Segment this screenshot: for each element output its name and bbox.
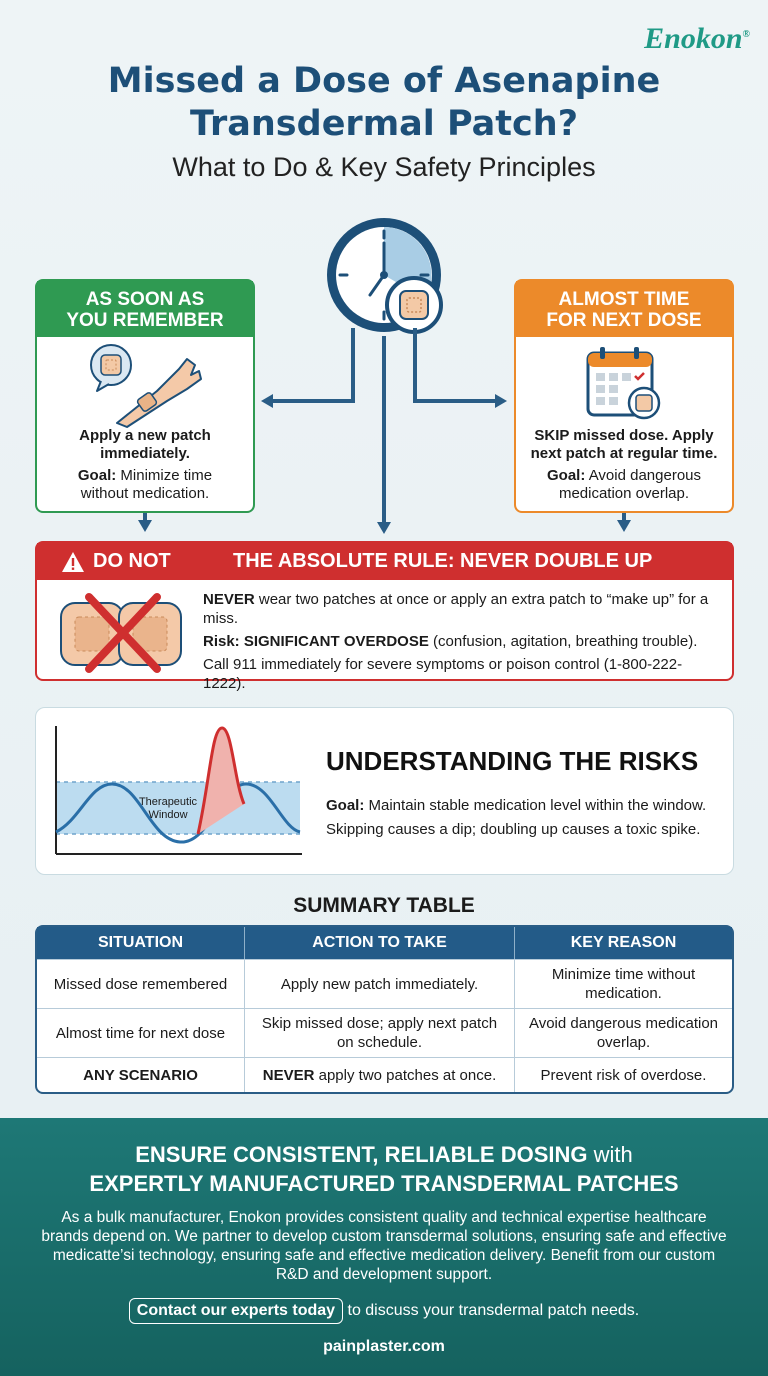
table-row: ANY SCENARIO NEVER apply two patches at … [37, 1057, 732, 1092]
risks-heading: UNDERSTANDING THE RISKS [326, 746, 699, 776]
footer-heading: ENSURE CONSISTENT, RELIABLE DOSING with … [89, 1142, 679, 1196]
footer-banner: ENSURE CONSISTENT, RELIABLE DOSING with … [0, 1118, 768, 1376]
page-title: Missed a Dose of Asenapine Transdermal P… [107, 61, 661, 144]
connector-line [143, 513, 147, 521]
risks-panel: Therapeutic Window UNDERSTANDING THE RIS… [35, 707, 734, 875]
warning-icon [62, 551, 84, 572]
column-header: SITUATION [37, 927, 245, 959]
column-header: KEY REASON [515, 927, 732, 959]
arrow-right-icon [495, 394, 507, 408]
connector-line [622, 513, 626, 521]
arrow-left-icon [261, 394, 273, 408]
arm-patch-icon [90, 344, 202, 428]
brand-logo: Enokon® [644, 22, 750, 55]
rule-body: NEVER wear two patches at once or apply … [203, 591, 709, 692]
arrow-down-icon [617, 520, 631, 532]
rule-heading: THE ABSOLUTE RULE: NEVER DOUBLE UP [233, 550, 653, 572]
risks-text: Goal: Maintain stable medication level w… [326, 797, 707, 838]
card-action: SKIP missed dose. Apply next patch at re… [530, 427, 718, 462]
footer-paragraph: As a bulk manufacturer, Enokon provides … [41, 1209, 727, 1283]
risk-curve-graphic: Therapeutic Window [55, 726, 302, 855]
do-not-label: DO NOT [93, 550, 171, 572]
table-row: Almost time for next dose Skip missed do… [37, 1008, 732, 1057]
column-header: ACTION TO TAKE [245, 927, 515, 959]
card-heading: AS SOON AS YOU REMEMBER [37, 281, 253, 337]
footer-cta: Contact our experts today to discuss you… [0, 1298, 768, 1324]
connector-line [272, 399, 355, 403]
card-as-soon-as-remember: AS SOON AS YOU REMEMBER Apply a new patc… [35, 279, 255, 513]
window-label: Therapeutic [139, 796, 198, 808]
summary-title: SUMMARY TABLE [293, 894, 475, 917]
table-row: Missed dose remembered Apply new patch i… [37, 959, 732, 1008]
contact-experts-button[interactable]: Contact our experts today [128, 1298, 344, 1324]
arrow-down-icon [377, 522, 391, 534]
card-goal: Goal: Minimize time without medication. [77, 467, 213, 502]
window-label: Window [148, 809, 187, 821]
card-heading: ALMOST TIME FOR NEXT DOSE [516, 281, 732, 337]
connector-line [413, 399, 495, 403]
patch-icon [385, 276, 443, 334]
connector-line [413, 328, 417, 402]
connector-line [382, 336, 386, 522]
summary-table: SITUATION ACTION TO TAKE KEY REASON Miss… [35, 925, 734, 1094]
page-subtitle: What to Do & Key Safety Principles [172, 152, 596, 182]
calendar-icon [586, 347, 661, 420]
arrow-down-icon [138, 520, 152, 532]
card-almost-time-next-dose: ALMOST TIME FOR NEXT DOSE SKIP missed do… [514, 279, 734, 513]
crossed-patches-icon [60, 593, 182, 673]
card-goal: Goal: Avoid dangerous medication overlap… [547, 467, 701, 502]
absolute-rule-panel: DO NOT THE ABSOLUTE RULE: NEVER DOUBLE U… [35, 541, 734, 692]
connector-line [351, 328, 355, 402]
website-link[interactable]: painplaster.com [323, 1338, 445, 1355]
card-action: Apply a new patch immediately. [79, 427, 211, 462]
clock-icon [327, 218, 443, 334]
